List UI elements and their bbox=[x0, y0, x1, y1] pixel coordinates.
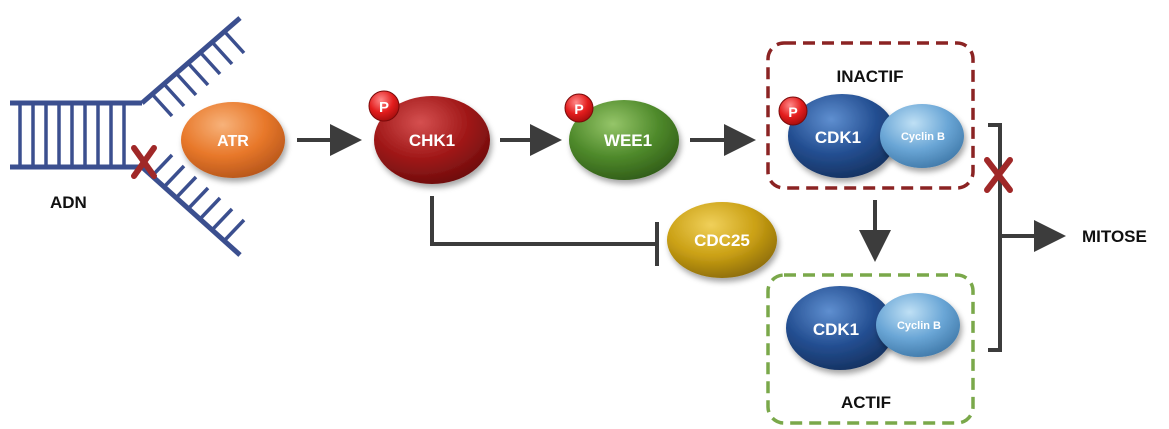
cdk1-active-node bbox=[786, 286, 894, 370]
active-state-label: ACTIF bbox=[841, 393, 891, 412]
chk1-phospho-badge: P bbox=[368, 90, 400, 122]
cdc25-node bbox=[667, 202, 777, 278]
inhibition-chk1-cdc25 bbox=[430, 196, 655, 246]
wee1-phospho-label: P bbox=[574, 101, 583, 117]
cyclin-inactive-label: Cyclin B bbox=[901, 131, 945, 143]
inactive-complex-box bbox=[766, 41, 975, 190]
cdc25-label: CDC25 bbox=[694, 231, 750, 250]
dna-label: ADN bbox=[50, 193, 87, 212]
cyclin-active-label: Cyclin B bbox=[897, 320, 941, 332]
wee1-label: WEE1 bbox=[604, 131, 652, 150]
mitosis-label: MITOSE bbox=[1082, 227, 1147, 246]
cyclin-inactive-node bbox=[880, 104, 964, 168]
dna-damage-cross-icon bbox=[131, 145, 157, 179]
cdk1-active-label: CDK1 bbox=[813, 320, 859, 339]
wee1-phospho-badge: P bbox=[564, 93, 594, 123]
cdk1-phospho-label: P bbox=[788, 104, 797, 120]
atr-label: ATR bbox=[217, 133, 249, 150]
atr-node bbox=[181, 102, 285, 178]
active-complex-box bbox=[766, 273, 975, 425]
cdk1-inactive-label: CDK1 bbox=[815, 128, 861, 147]
chk1-phospho-label: P bbox=[379, 99, 389, 116]
chk1-node bbox=[374, 96, 490, 184]
chk1-label: CHK1 bbox=[409, 131, 455, 150]
cdk1-phospho-badge: P bbox=[778, 96, 808, 126]
inactive-state-label: INACTIF bbox=[836, 67, 903, 86]
blocked-cross-icon bbox=[984, 157, 1013, 193]
cdk1-inactive-node bbox=[788, 94, 896, 178]
wee1-node bbox=[569, 100, 679, 180]
dna-fork bbox=[10, 16, 246, 257]
cyclin-active-node bbox=[876, 293, 960, 357]
